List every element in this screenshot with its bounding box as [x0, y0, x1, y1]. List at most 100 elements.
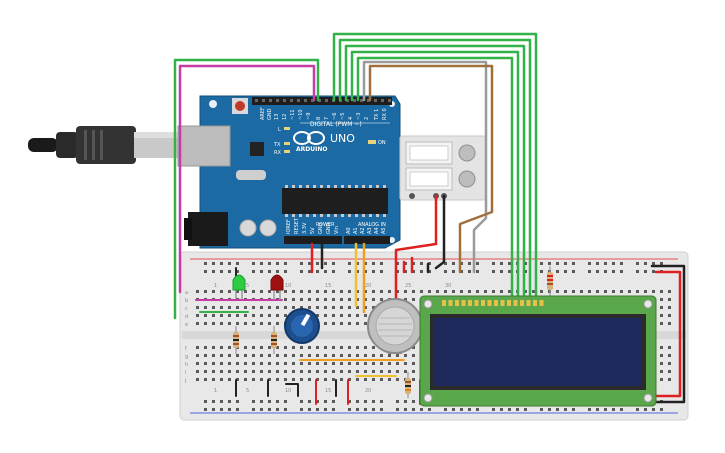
header-socket	[290, 99, 293, 102]
arduino-board[interactable]: 13 12 ~11 ~10 ~9 8 7 ~6 ~5 4 ~3 2 TX 1 R…	[177, 95, 401, 249]
breadboard-hole	[636, 290, 639, 293]
svg-text:GND: GND	[267, 108, 273, 120]
breadboard-hole	[668, 306, 671, 309]
breadboard-hole	[660, 290, 663, 293]
breadboard-hole	[300, 362, 303, 365]
lcd-display[interactable]	[419, 295, 657, 407]
breadboard-hole	[316, 306, 319, 309]
breadboard-rail-hole	[380, 408, 383, 411]
usb-port	[177, 125, 231, 167]
breadboard-hole	[236, 378, 239, 381]
breadboard-hole	[204, 346, 207, 349]
breadboard-rail-hole	[644, 270, 647, 273]
breadboard-row-letters: a b c d e f g h i j	[184, 290, 188, 384]
breadboard-hole	[260, 346, 263, 349]
svg-text:4: 4	[348, 117, 354, 120]
breadboard-rail-hole	[308, 262, 311, 265]
col-number: 1	[214, 283, 217, 289]
col-number: 20	[365, 283, 371, 289]
breadboard-hole	[236, 370, 239, 373]
lcd-pin	[520, 300, 524, 306]
led-green[interactable]	[232, 274, 246, 300]
breadboard-hole	[244, 322, 247, 325]
resistor[interactable]	[547, 266, 553, 298]
breadboard-hole	[660, 370, 663, 373]
breadboard-hole	[660, 354, 663, 357]
breadboard-rail-hole	[412, 400, 415, 403]
breadboard-rail-hole	[516, 408, 519, 411]
breadboard-rail-hole	[452, 262, 455, 265]
resistor[interactable]	[405, 372, 411, 398]
breadboard-rail-hole	[316, 262, 319, 265]
breadboard-rail-hole	[500, 262, 503, 265]
col-number: 20	[365, 388, 371, 394]
breadboard-hole	[356, 314, 359, 317]
breadboard-hole	[412, 354, 415, 357]
digital-header[interactable]	[252, 97, 392, 105]
breadboard-hole	[244, 354, 247, 357]
lcd-pin	[468, 300, 472, 306]
row-letter: g	[185, 354, 188, 360]
breadboard-hole	[380, 370, 383, 373]
breadboard-rail-hole	[356, 262, 359, 265]
breadboard-rail-hole	[276, 262, 279, 265]
breadboard-rail-hole	[236, 408, 239, 411]
breadboard-hole	[668, 362, 671, 365]
reset-button-cap[interactable]	[235, 101, 245, 111]
breadboard-hole	[500, 290, 503, 293]
svg-text:~5: ~5	[340, 113, 346, 120]
breadboard-rail-hole	[612, 270, 615, 273]
breadboard-hole	[404, 354, 407, 357]
relay-pin	[409, 193, 415, 199]
breadboard-hole	[668, 322, 671, 325]
chip-leg	[306, 214, 309, 217]
breadboard-hole	[236, 354, 239, 357]
breadboard-rail-hole	[364, 262, 367, 265]
breadboard-rail-hole	[572, 408, 575, 411]
breadboard-rail-hole	[476, 270, 479, 273]
analog-header[interactable]	[344, 236, 390, 244]
breadboard-rail-hole	[604, 262, 607, 265]
breadboard-rail-hole	[660, 408, 663, 411]
breadboard-hole	[220, 362, 223, 365]
svg-text:RESET: RESET	[294, 217, 300, 234]
breadboard-rail-hole	[220, 400, 223, 403]
breadboard-hole	[300, 290, 303, 293]
breadboard-hole	[236, 290, 239, 293]
breadboard-hole	[348, 378, 351, 381]
breadboard-rail-hole	[428, 270, 431, 273]
breadboard-rail-hole	[636, 262, 639, 265]
breadboard-hole	[388, 290, 391, 293]
resistor[interactable]	[271, 326, 277, 354]
breadboard-rail-hole	[604, 408, 607, 411]
led-red[interactable]	[270, 274, 284, 300]
potentiometer[interactable]	[284, 308, 320, 344]
wire-black	[650, 264, 686, 404]
breadboard-rail-hole	[540, 270, 543, 273]
breadboard-hole	[236, 362, 239, 365]
breadboard-hole	[476, 290, 479, 293]
breadboard-rail-hole	[556, 262, 559, 265]
breadboard-hole	[364, 314, 367, 317]
breadboard-hole	[276, 370, 279, 373]
breadboard-rail-hole	[396, 400, 399, 403]
power-header[interactable]	[284, 236, 342, 244]
breadboard-hole	[356, 362, 359, 365]
power-jack	[188, 212, 228, 246]
col-number: 10	[285, 388, 291, 394]
breadboard-rail-hole	[276, 270, 279, 273]
svg-text:AREF: AREF	[260, 107, 266, 120]
gas-sensor[interactable]	[367, 298, 423, 354]
breadboard-hole	[284, 290, 287, 293]
breadboard-rail-hole	[620, 408, 623, 411]
breadboard-rail-hole	[324, 408, 327, 411]
breadboard-rail-hole	[620, 262, 623, 265]
resistor[interactable]	[233, 326, 239, 354]
breadboard-hole	[292, 346, 295, 349]
breadboard-hole	[420, 290, 423, 293]
breadboard-rail-hole	[348, 262, 351, 265]
breadboard-rail-hole	[260, 400, 263, 403]
breadboard-rail-hole	[588, 270, 591, 273]
breadboard-hole	[412, 298, 415, 301]
relay-module[interactable]	[399, 135, 487, 201]
